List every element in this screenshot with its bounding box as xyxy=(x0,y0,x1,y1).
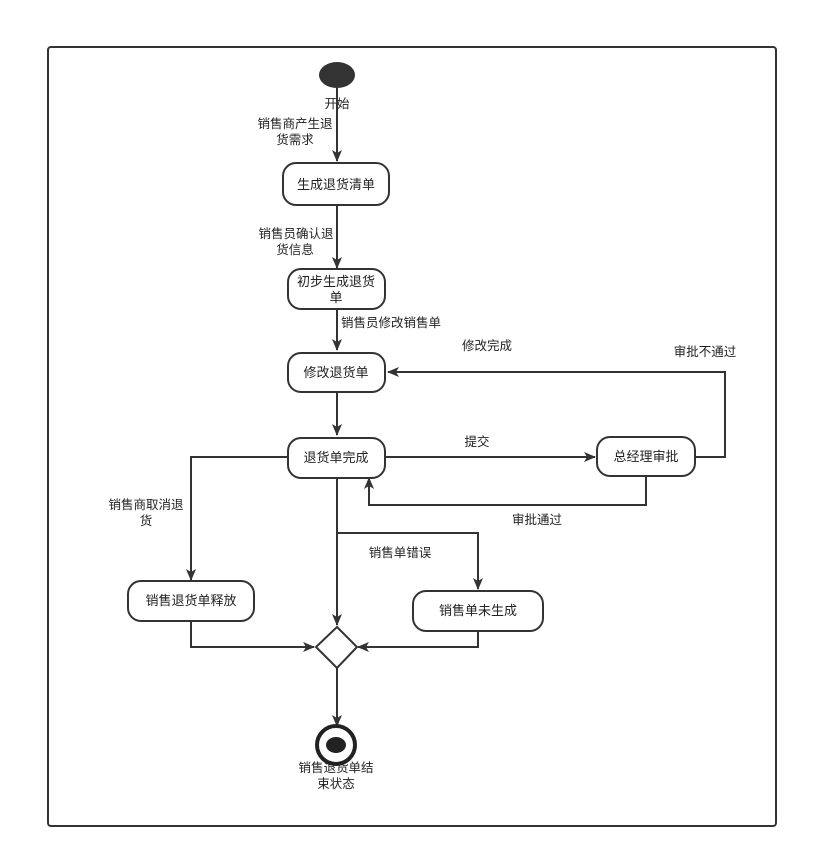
node-gm-approval: 总经理审批 xyxy=(596,436,696,477)
svg-text:生成退货清单: 生成退货清单 xyxy=(297,177,375,193)
node-generate-list: 生成退货清单 xyxy=(282,162,390,206)
edge-reject-label: 审批不通过 xyxy=(674,344,737,359)
svg-text:退货单完成: 退货单完成 xyxy=(303,450,368,466)
edge-complete-to-not-generated xyxy=(337,532,483,590)
end-label-1: 销售退货单结 xyxy=(298,760,373,775)
edge-cancel-label-2: 货 xyxy=(140,513,153,528)
svg-text:销售单未生成: 销售单未生成 xyxy=(439,603,517,619)
edge-modify-done-label: 修改完成 xyxy=(462,338,512,353)
start-node xyxy=(319,62,355,88)
svg-text:初步生成退货: 初步生成退货 xyxy=(297,274,375,290)
edge-confirm-label-2: 货信息 xyxy=(276,242,314,257)
node-release: 销售退货单释放 xyxy=(127,580,255,622)
edge-need-label-1: 销售商产生退 xyxy=(257,116,333,131)
edge-not-generated-to-merge xyxy=(357,631,479,652)
svg-text:总经理审批: 总经理审批 xyxy=(613,450,678,465)
edge-gm-approved xyxy=(364,476,647,506)
edge-approved-label: 审批通过 xyxy=(512,512,563,527)
edge-confirm-label-1: 销售员确认退 xyxy=(258,226,334,241)
end-label-2: 束状态 xyxy=(317,776,355,791)
edge-order-error-label: 销售单错误 xyxy=(369,545,432,560)
svg-text:销售退货单释放: 销售退货单释放 xyxy=(145,593,236,609)
edge-submit-label: 提交 xyxy=(464,434,489,449)
merge-diamond xyxy=(314,625,359,670)
edge-modify-order-label: 销售员修改销售单 xyxy=(341,315,441,330)
node-modify-return: 修改退货单 xyxy=(287,352,386,393)
end-node-inner xyxy=(326,737,346,753)
edge-cancel-label-1: 销售商取消退 xyxy=(108,497,184,512)
svg-text:修改退货单: 修改退货单 xyxy=(303,365,368,381)
diagram-frame xyxy=(47,46,777,827)
svg-text:单: 单 xyxy=(329,291,342,306)
node-not-generated: 销售单未生成 xyxy=(412,590,544,632)
edge-need-label-2: 货需求 xyxy=(276,132,314,147)
edge-release-to-merge xyxy=(190,621,315,652)
edge-gm-reject xyxy=(387,367,726,458)
edge-complete-to-release xyxy=(186,456,288,581)
node-initial-generate: 初步生成退货 单 xyxy=(287,268,386,310)
node-return-complete: 退货单完成 xyxy=(287,437,386,479)
